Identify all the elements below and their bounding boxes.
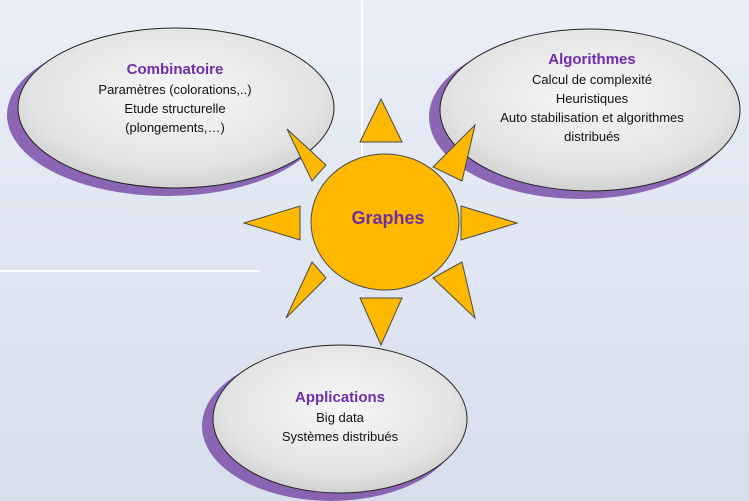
sun-ray-w	[242, 205, 301, 241]
combinatoire-title: Combinatoire	[126, 61, 224, 78]
sun-rays	[242, 97, 519, 347]
applications-text: Applications Big data Systèmes distribué…	[230, 388, 450, 446]
sun-ray-se	[432, 261, 476, 320]
applications-line: Big data	[316, 410, 364, 425]
background-guide-horizontal	[0, 270, 260, 272]
combinatoire-line: Paramètres (colorations,..)	[98, 82, 252, 97]
sun-ray-sw	[285, 261, 327, 319]
algorithmes-oval	[429, 28, 741, 199]
algorithmes-line: Heuristiques	[555, 91, 629, 106]
algorithmes-line: distribués	[564, 129, 620, 144]
combinatoire-oval	[7, 27, 335, 196]
algorithmes-title: Algorithmes	[548, 51, 636, 68]
background-guide-vertical	[361, 0, 363, 195]
algorithmes-text: Algorithmes Calcul de complexité Heurist…	[467, 50, 717, 146]
sun-ray-nw	[286, 128, 327, 182]
sun-core	[310, 153, 460, 291]
algorithmes-line: Auto stabilisation et algorithmes	[500, 110, 684, 125]
combinatoire-text: Combinatoire Paramètres (colorations,..)…	[40, 60, 310, 137]
combinatoire-line: Etude structurelle	[124, 101, 226, 116]
sun-ray-e	[460, 205, 519, 241]
center-label: Graphes	[351, 208, 425, 228]
combinatoire-line: (plongements,…)	[125, 120, 225, 135]
sun-ray-n	[359, 97, 403, 143]
algorithmes-line: Calcul de complexité	[532, 72, 652, 87]
applications-title: Applications	[294, 389, 385, 406]
applications-oval	[202, 344, 468, 501]
sun-ray-s	[359, 297, 403, 347]
sun-ray-ne	[432, 123, 476, 182]
applications-line: Systèmes distribués	[281, 429, 399, 444]
